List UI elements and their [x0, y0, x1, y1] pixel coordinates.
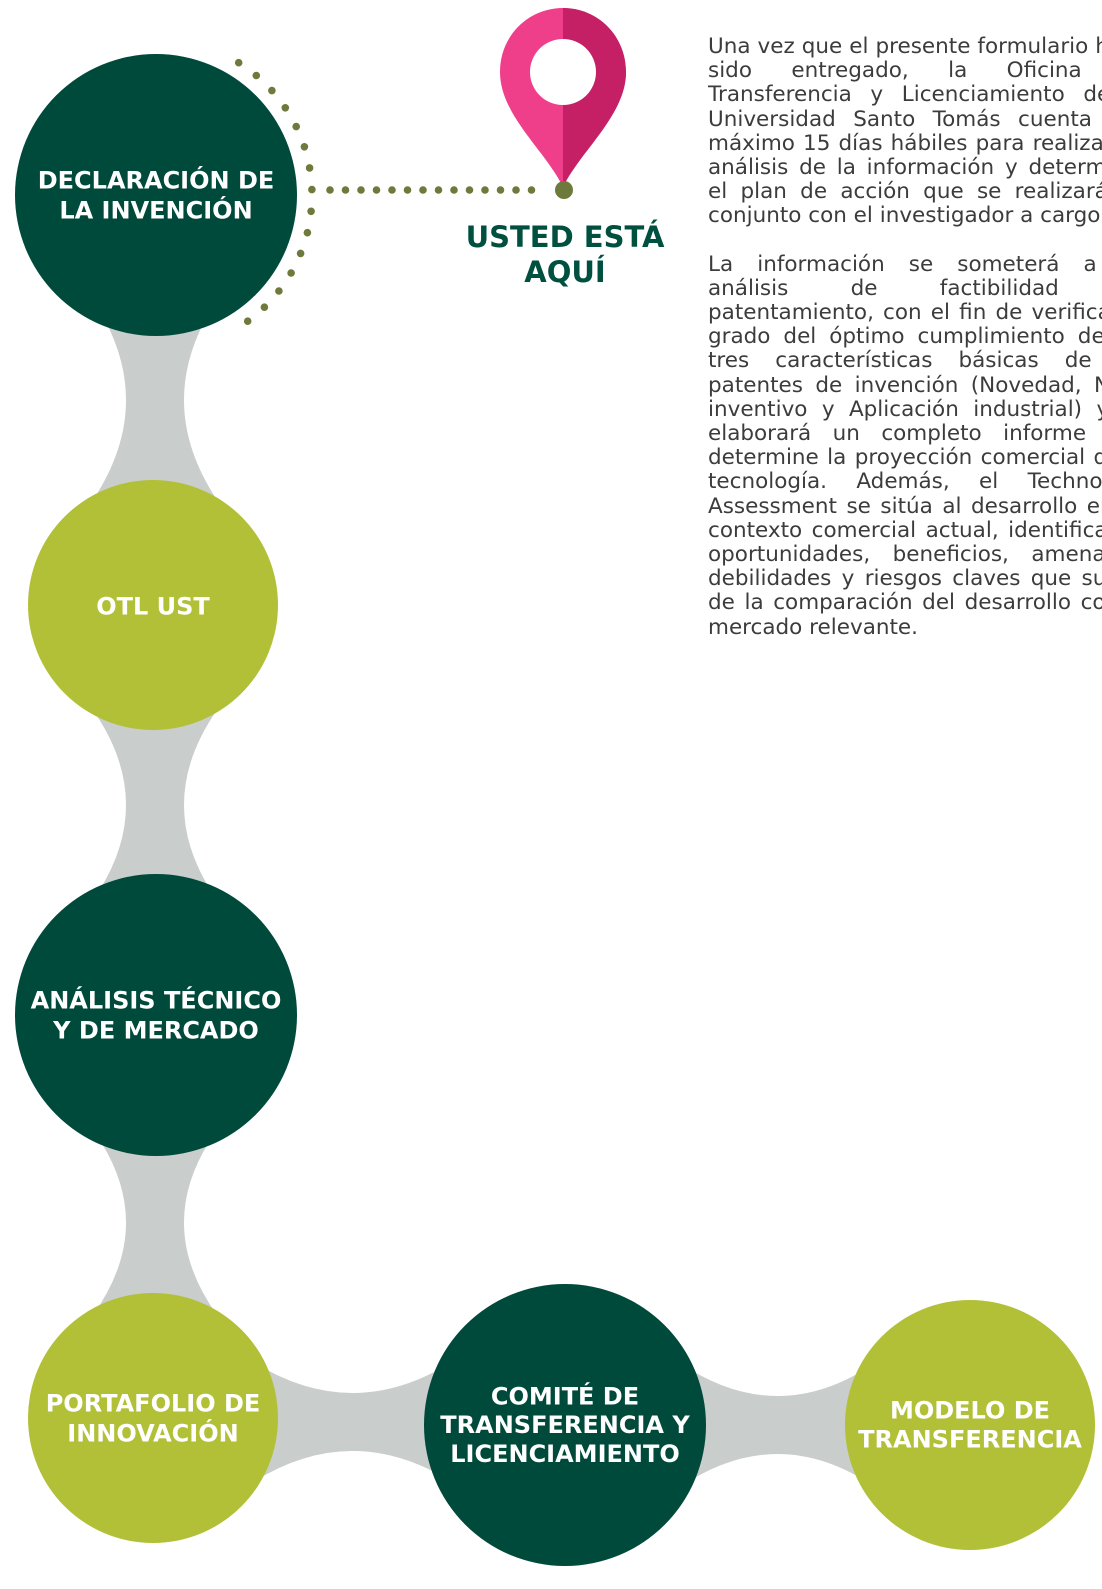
dotted-line-dot	[388, 186, 396, 194]
connectors-layer	[93, 300, 875, 1487]
step-circle	[845, 1300, 1095, 1550]
dotted-arc-dot	[287, 269, 295, 277]
step-label-line: Y DE MERCADO	[52, 1016, 259, 1044]
description-paragraph-1: Una vez que el presente formulario haya …	[708, 34, 1102, 229]
dotted-arc-dot	[292, 122, 301, 131]
dotted-line-dot	[341, 186, 350, 194]
step-label-line: MODELO DE	[890, 1397, 1050, 1425]
step-circle	[15, 54, 297, 336]
dotted-arc-dot	[252, 71, 261, 80]
dotted-line-dot	[403, 186, 412, 194]
connector-1-2	[93, 300, 217, 500]
map-pin-icon	[500, 8, 626, 199]
dotted-arc-dot	[308, 185, 316, 194]
you-are-here-label: USTED ESTÁ AQUÍ	[466, 220, 665, 289]
step-label-line: ANÁLISIS TÉCNICO	[31, 985, 282, 1014]
connector-3-4	[93, 1130, 217, 1315]
dotted-arc-dot	[305, 164, 314, 172]
dotted-arc-dot	[275, 287, 283, 295]
step-label-line: TRANSFERENCIA Y	[440, 1411, 690, 1439]
step-label-line: INNOVACIÓN	[67, 1417, 238, 1447]
step-label-line: PORTAFOLIO DE	[46, 1389, 261, 1417]
description-paragraph-2: La información se someterá a un análisis…	[708, 251, 1102, 640]
dotted-line-dot	[450, 186, 458, 194]
map-pin-tip-dot	[555, 181, 573, 199]
step-circle	[28, 1293, 278, 1543]
connector-2-3	[93, 710, 217, 900]
dotted-line-dot	[465, 186, 474, 194]
dotted-arc-dot	[307, 207, 315, 216]
dotted-arc-dot	[296, 249, 305, 258]
dotted-line-dot	[419, 186, 427, 194]
dotted-arc-dot	[268, 86, 276, 95]
dotted-line-dot	[357, 186, 365, 194]
step-circle	[28, 480, 278, 730]
dotted-arc-dot	[300, 143, 309, 151]
dotted-line-dot	[481, 186, 489, 194]
dotted-arc-dot	[234, 58, 243, 67]
you-are-here-line-2: AQUÍ	[524, 255, 605, 289]
dotted-line-dot	[527, 186, 536, 194]
step-label-line: OTL UST	[96, 593, 210, 621]
dotted-line-dot	[512, 186, 520, 194]
connector-5-6	[680, 1363, 875, 1487]
step-circle	[424, 1284, 706, 1566]
step-circle	[15, 874, 297, 1156]
dotted-path	[234, 58, 536, 326]
you-are-here-line-1: USTED ESTÁ	[466, 220, 665, 254]
dotted-line-dot	[372, 186, 381, 194]
dotted-arc-dot	[243, 317, 252, 326]
dotted-line-dot	[326, 186, 334, 194]
description-text: Una vez que el presente formulario haya …	[708, 34, 1102, 664]
dotted-line-dot	[496, 186, 505, 194]
dotted-arc-dot	[281, 104, 290, 112]
connector-4-5	[250, 1360, 455, 1484]
dotted-arc-dot	[260, 303, 269, 312]
step-label-line: LA INVENCIÓN	[59, 194, 252, 224]
step-label-line: COMITÉ DE	[491, 1381, 639, 1410]
step-otl: OTL UST	[28, 480, 278, 730]
step-label-line: LICENCIAMIENTO	[450, 1440, 680, 1468]
map-pin-hole	[530, 39, 596, 105]
step-label-line: TRANSFERENCIA	[858, 1425, 1082, 1453]
dotted-arc-dot	[303, 228, 312, 237]
dotted-line-dot	[434, 186, 443, 194]
step-label-line: DECLARACIÓN DE	[38, 164, 275, 194]
